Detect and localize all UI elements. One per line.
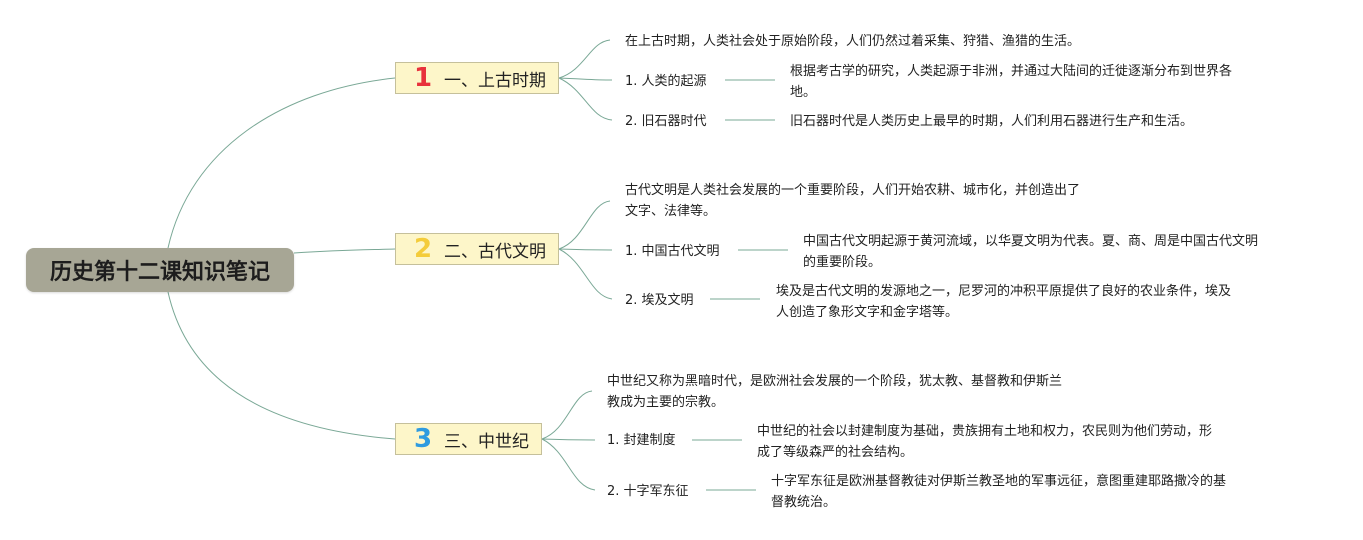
- topic-1-item-1-desc: 根据考古学的研究，人类起源于非洲，并通过大陆间的迁徙逐渐分布到世界各地。: [790, 64, 1233, 100]
- topic-3-intro: 中世纪又称为黑暗时代，是欧洲社会发展的一个阶段，犹太教、基督教和伊斯兰教成为主要…: [607, 374, 1063, 410]
- topic-2-item-1-desc: 中国古代文明起源于黄河流域，以华夏文明为代表。夏、商、周是中国古代文明的重要阶段…: [803, 234, 1259, 270]
- root-title: 历史第十二课知识笔记: [49, 260, 270, 285]
- number-3-icon: 3: [413, 424, 433, 454]
- topic-3-item-1-label[interactable]: 1. 封建制度: [607, 433, 676, 448]
- link-topic-1-item-1: [558, 77, 613, 81]
- topic-3[interactable]: 3 三、中世纪: [395, 423, 542, 455]
- link-topic-2-item-2: [558, 248, 613, 300]
- topic-1-intro: 在上古时期，人类社会处于原始阶段，人们仍然过着采集、狩猎、渔猎的生活。: [625, 34, 1081, 49]
- link-root-topic-3: [167, 291, 396, 440]
- topic-2-item-1-label[interactable]: 1. 中国古代文明: [625, 244, 720, 259]
- root-node[interactable]: 历史第十二课知识笔记: [26, 248, 294, 292]
- topic-3-item-2-desc: 十字军东征是欧洲基督教徒对伊斯兰教圣地的军事远征，意图重建耶路撒冷的基督教统治。: [771, 474, 1227, 510]
- link-topic-1-item-2: [558, 77, 613, 121]
- topic-2-intro: 古代文明是人类社会发展的一个重要阶段，人们开始农耕、城市化，并创造出了文字、法律…: [625, 183, 1081, 219]
- topic-1-label: 一、上古时期: [444, 70, 546, 91]
- number-2-icon: 2: [413, 234, 433, 264]
- topic-1-item-2-label[interactable]: 2. 旧石器时代: [625, 114, 707, 129]
- link-root-topic-2: [293, 248, 396, 254]
- topic-3-item-1-desc: 中世纪的社会以封建制度为基础，贵族拥有土地和权力，农民则为他们劳动，形成了等级森…: [757, 424, 1213, 460]
- link-topic-1-intro: [558, 39, 611, 79]
- link-topic-2-item-1: [558, 248, 613, 251]
- topic-1-item-1-label[interactable]: 1. 人类的起源: [625, 74, 707, 89]
- topic-2-item-2-label[interactable]: 2. 埃及文明: [625, 293, 694, 308]
- topic-2-label: 二、古代文明: [444, 241, 546, 262]
- topic-1-item-2-desc: 旧石器时代是人类历史上最早的时期，人们利用石器进行生产和生活。: [790, 114, 1194, 129]
- topic-2[interactable]: 2 二、古代文明: [395, 233, 559, 265]
- link-root-topic-1: [167, 77, 396, 249]
- link-topic-2-intro: [558, 200, 611, 250]
- link-topic-3-item-1: [541, 438, 596, 441]
- topic-3-item-2-label[interactable]: 2. 十字军东征: [607, 484, 689, 499]
- topic-3-label: 三、中世纪: [444, 431, 529, 452]
- link-topic-3-item-2: [541, 438, 596, 491]
- number-1-icon: 1: [413, 63, 433, 93]
- link-topic-3-intro: [541, 390, 593, 440]
- topic-1[interactable]: 1 一、上古时期: [395, 62, 559, 94]
- topic-2-item-2-desc: 埃及是古代文明的发源地之一，尼罗河的冲积平原提供了良好的农业条件，埃及人创造了象…: [776, 284, 1232, 320]
